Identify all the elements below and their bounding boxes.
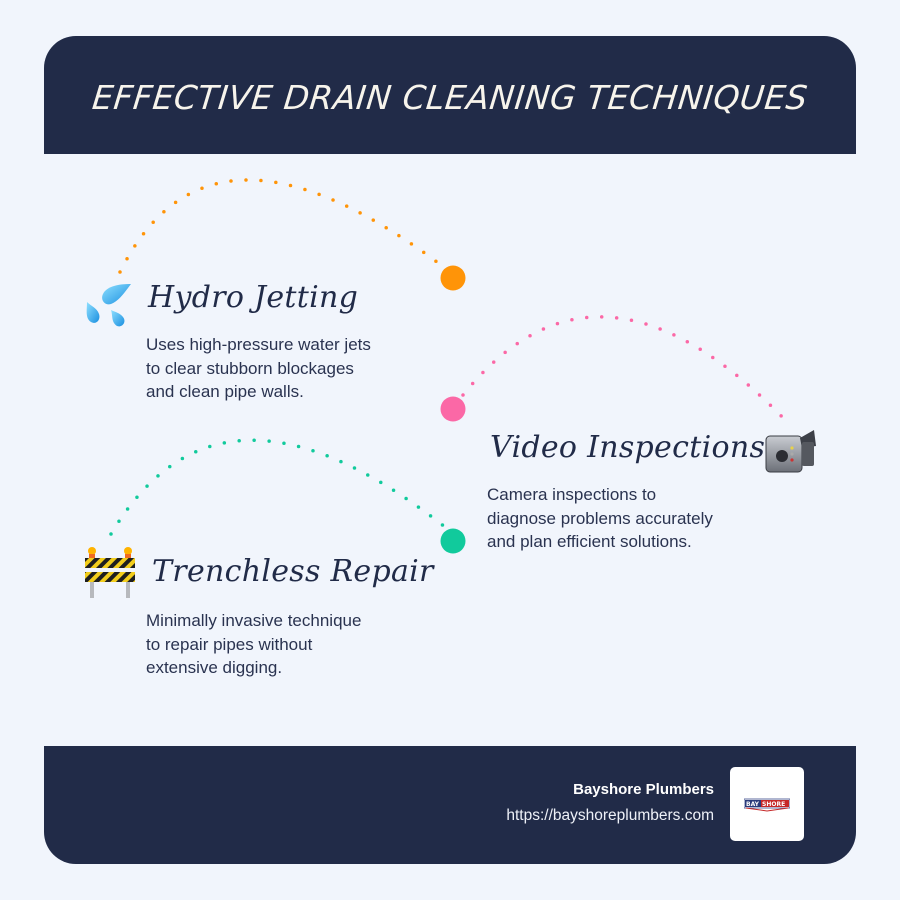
teal-dot xyxy=(440,528,466,554)
website-link[interactable]: https://bayshoreplumbers.com xyxy=(506,807,714,824)
pink-dot xyxy=(440,396,466,422)
trenchless-repair-description: Minimally invasive technique to repair p… xyxy=(146,611,362,677)
orange-dotted-arc xyxy=(118,178,447,274)
teal-dotted-arc xyxy=(109,438,447,536)
construction-barrier-icon xyxy=(85,547,135,598)
orange-dot xyxy=(440,265,466,291)
water-droplets-icon xyxy=(86,284,131,327)
hydro-jetting-description: Uses high-pressure water jets to clear s… xyxy=(146,335,371,401)
brand-name: Bayshore Plumbers xyxy=(573,781,714,798)
header-banner: EFFECTIVE DRAIN CLEANING TECHNIQUES xyxy=(44,36,856,154)
hydro-jetting-heading: Hydro Jetting xyxy=(148,280,359,315)
svg-text:BAY: BAY xyxy=(746,801,760,808)
video-inspections-heading: Video Inspections xyxy=(490,430,766,465)
svg-text:SHORE: SHORE xyxy=(762,801,785,808)
trenchless-repair-heading: Trenchless Repair xyxy=(152,554,434,589)
video-inspections-description: Camera inspections to diagnose problems … xyxy=(487,485,713,551)
footer-banner: Bayshore Plumbers https://bayshoreplumbe… xyxy=(44,746,856,864)
pink-dotted-arc xyxy=(461,315,792,427)
video-camera-icon xyxy=(765,430,816,473)
company-logo: BAY SHORE xyxy=(730,767,804,841)
bayshore-logo-icon: BAY SHORE xyxy=(744,798,790,812)
